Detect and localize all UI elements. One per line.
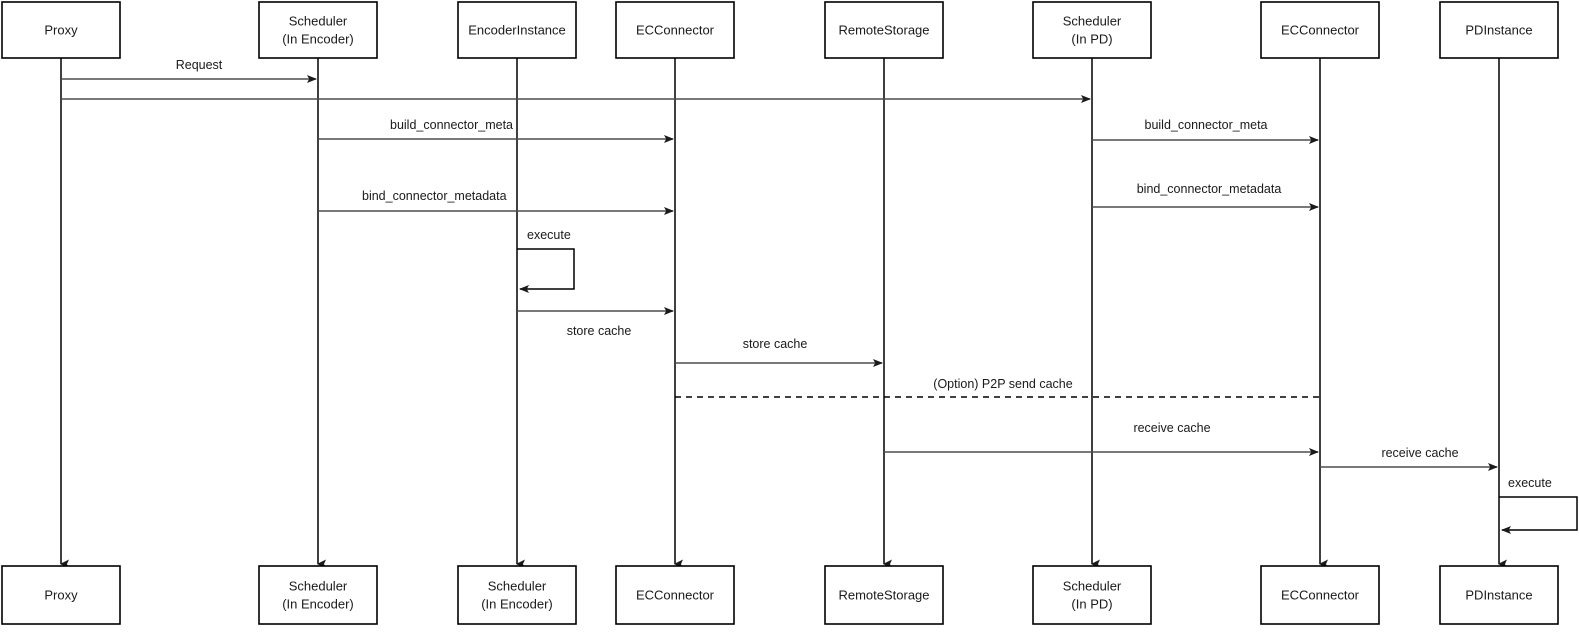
header-box-scheduler-encoder[interactable]: Scheduler (In Encoder): [258, 1, 378, 59]
header-box-label-remote-storage: RemoteStorage: [838, 22, 929, 37]
header-box-rect-remote-storage: [824, 1, 944, 59]
header-box-sublabel-scheduler-pd: (In PD): [1071, 31, 1112, 46]
header-box-label-ec-connector-pd: ECConnector: [1281, 22, 1360, 37]
header-box-label-pd-instance: PDInstance: [1465, 22, 1532, 37]
header-box-label-proxy: Proxy: [44, 22, 78, 37]
self-message-path-s2: [1499, 496, 1578, 534]
message-m3[interactable]: build_connector_meta: [318, 118, 674, 143]
footer-box-rect-pd-instance: [1439, 565, 1559, 625]
header-boxes-layer: Proxy Scheduler (In Encoder) EncoderInstanc…: [1, 1, 1559, 59]
footer-box-label-remote-storage: RemoteStorage: [838, 587, 929, 602]
header-box-rect-proxy: [1, 1, 121, 59]
message-m9[interactable]: (Option) P2P send cache: [675, 377, 1320, 398]
self-message-label-s1: execute: [527, 228, 571, 242]
header-box-scheduler-pd[interactable]: Scheduler (In PD): [1032, 1, 1152, 59]
footer-box-rect-encoder-instance: [457, 565, 577, 625]
footer-box-rect-ec-connector-enc: [615, 565, 735, 625]
footer-box-sublabel-scheduler-pd: (In PD): [1071, 596, 1112, 611]
message-m7[interactable]: store cache: [517, 307, 674, 338]
message-label-m6: bind_connector_metadata: [1137, 182, 1282, 196]
header-box-rect-pd-instance: [1439, 1, 1559, 59]
header-box-label-encoder-instance: EncoderInstance: [468, 22, 566, 37]
messages-layer: Request build_connector_meta build_connect…: [61, 58, 1498, 471]
message-m11[interactable]: receive cache: [1320, 446, 1498, 471]
footer-box-sublabel-scheduler-encoder: (In Encoder): [282, 596, 354, 611]
footer-box-ec-connector-enc[interactable]: ECConnector: [615, 565, 735, 625]
header-box-pd-instance[interactable]: PDInstance: [1439, 1, 1559, 59]
footer-box-rect-ec-connector-pd: [1260, 565, 1380, 625]
header-box-rect-encoder-instance: [457, 1, 577, 59]
footer-box-rect-scheduler-encoder: [258, 565, 378, 625]
self-message-s1[interactable]: execute: [517, 228, 575, 293]
header-box-rect-ec-connector-pd: [1260, 1, 1380, 59]
footer-box-scheduler-encoder[interactable]: Scheduler (In Encoder): [258, 565, 378, 625]
message-m4[interactable]: build_connector_meta: [1092, 118, 1319, 144]
footer-box-label-pd-instance: PDInstance: [1465, 587, 1532, 602]
footer-box-rect-proxy: [1, 565, 121, 625]
message-m6[interactable]: bind_connector_metadata: [1092, 182, 1319, 211]
footer-box-rect-scheduler-pd: [1032, 565, 1152, 625]
header-box-sublabel-scheduler-encoder: (In Encoder): [282, 31, 354, 46]
footer-box-ec-connector-pd[interactable]: ECConnector: [1260, 565, 1380, 625]
self-messages-layer: execute execute: [517, 228, 1578, 534]
footer-box-label-proxy: Proxy: [44, 587, 78, 602]
header-box-label-scheduler-encoder: Scheduler: [289, 13, 348, 28]
footer-box-label-scheduler-pd: Scheduler: [1063, 578, 1122, 593]
header-box-ec-connector-pd[interactable]: ECConnector: [1260, 1, 1380, 59]
self-message-s2[interactable]: execute: [1499, 476, 1578, 534]
header-box-rect-ec-connector-enc: [615, 1, 735, 59]
message-label-m3: build_connector_meta: [390, 118, 513, 132]
message-m10[interactable]: receive cache: [884, 421, 1319, 456]
message-label-m8: store cache: [743, 337, 808, 351]
message-label-m1: Request: [176, 58, 223, 72]
footer-box-sublabel-encoder-instance: (In Encoder): [481, 596, 553, 611]
footer-box-pd-instance[interactable]: PDInstance: [1439, 565, 1559, 625]
message-label-m10: receive cache: [1133, 421, 1210, 435]
header-box-ec-connector-enc[interactable]: ECConnector: [615, 1, 735, 59]
footer-box-label-encoder-instance: Scheduler: [488, 578, 547, 593]
footer-box-label-ec-connector-pd: ECConnector: [1281, 587, 1360, 602]
header-box-label-scheduler-pd: Scheduler: [1063, 13, 1122, 28]
message-m1[interactable]: Request: [61, 58, 317, 83]
lifelines-layer: [60, 58, 1507, 569]
header-box-rect-scheduler-encoder: [258, 1, 378, 59]
header-box-remote-storage[interactable]: RemoteStorage: [824, 1, 944, 59]
footer-box-rect-remote-storage: [824, 565, 944, 625]
footer-box-label-scheduler-encoder: Scheduler: [289, 578, 348, 593]
footer-boxes-layer: Proxy Scheduler (In Encoder) Scheduler (In E…: [1, 565, 1559, 625]
self-message-path-s1: [517, 248, 575, 293]
header-box-rect-scheduler-pd: [1032, 1, 1152, 59]
footer-box-scheduler-pd[interactable]: Scheduler (In PD): [1032, 565, 1152, 625]
footer-box-proxy[interactable]: Proxy: [1, 565, 121, 625]
message-label-m11: receive cache: [1381, 446, 1458, 460]
message-label-m7: store cache: [567, 324, 632, 338]
footer-box-encoder-instance[interactable]: Scheduler (In Encoder): [457, 565, 577, 625]
message-m5[interactable]: bind_connector_metadata: [318, 189, 674, 215]
footer-box-remote-storage[interactable]: RemoteStorage: [824, 565, 944, 625]
header-box-proxy[interactable]: Proxy: [1, 1, 121, 59]
message-label-m4: build_connector_meta: [1145, 118, 1268, 132]
self-message-label-s2: execute: [1508, 476, 1552, 490]
message-m8[interactable]: store cache: [675, 337, 883, 367]
footer-box-label-ec-connector-enc: ECConnector: [636, 587, 715, 602]
header-box-encoder-instance[interactable]: EncoderInstance: [457, 1, 577, 59]
header-box-label-ec-connector-enc: ECConnector: [636, 22, 715, 37]
message-label-m5: bind_connector_metadata: [362, 189, 507, 203]
message-label-m9: (Option) P2P send cache: [933, 377, 1072, 391]
